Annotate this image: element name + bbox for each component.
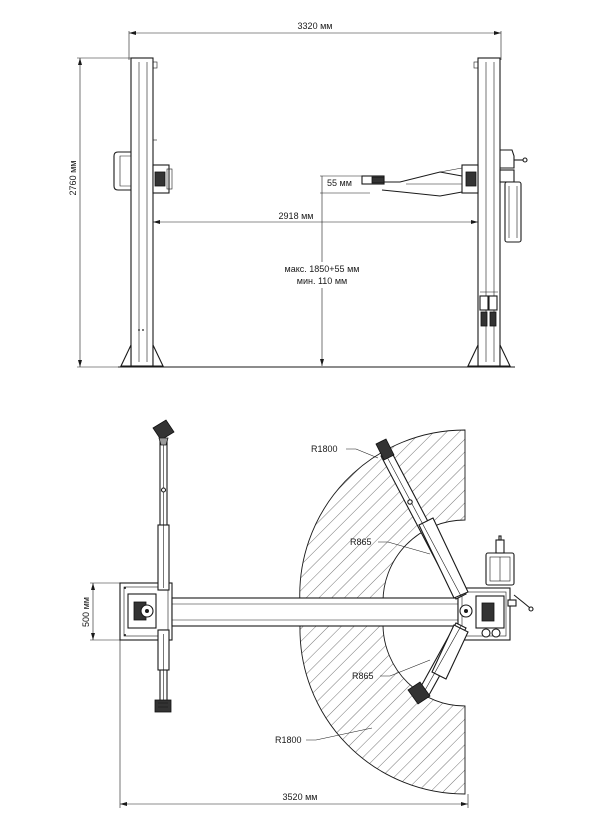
arm-sweep-area	[299, 429, 466, 795]
left-upper-pad	[152, 419, 175, 441]
overall-width-top-label: 3520 мм	[283, 792, 318, 802]
left-handle	[113, 151, 131, 191]
overall-height-label: 2760 мм	[68, 161, 78, 196]
pad-offset-dimension: 55 мм	[320, 175, 370, 194]
right-upper-pad	[375, 438, 395, 461]
side-view: 3320 мм 2760 мм	[68, 21, 528, 368]
overall-width-label: 3320 мм	[298, 21, 333, 31]
lift-min-label: мин. 110 мм	[297, 276, 347, 286]
radius-annotations: R1800 R865 R865 R1800	[275, 444, 431, 745]
right-base-plate	[457, 535, 534, 641]
radius-outer-upper-label: R1800	[311, 444, 338, 454]
left-column	[113, 57, 173, 367]
hydraulic-tank	[504, 181, 522, 243]
overall-height-dimension: 2760 мм	[68, 57, 131, 368]
left-lower-pad	[154, 699, 172, 713]
right-column	[461, 57, 528, 367]
motor-head	[500, 149, 515, 169]
lift-height-dimension: макс. 1850+55 мм мин. 110 мм	[276, 193, 370, 366]
left-base-plate	[119, 582, 173, 641]
between-columns-dimension: 2918 мм	[153, 211, 478, 224]
pad-offset-label: 55 мм	[327, 178, 352, 188]
base-depth-dimension: 500 мм	[81, 582, 120, 641]
radius-outer-lower-label: R1800	[275, 735, 302, 745]
radius-inner-lower-label: R865	[352, 671, 374, 681]
radius-inner-upper-label: R865	[350, 537, 372, 547]
right-arm-upper	[375, 438, 469, 600]
top-view: 500 мм 3520 мм	[81, 419, 534, 808]
right-arm-lower	[407, 622, 469, 705]
base-depth-label: 500 мм	[81, 597, 91, 627]
right-lift-arm	[361, 167, 463, 197]
lift-max-label: макс. 1850+55 мм	[285, 264, 360, 274]
overall-width-dimension: 3320 мм	[128, 21, 502, 60]
right-lower-pad	[407, 681, 431, 705]
left-arm-lower	[154, 629, 172, 713]
base-crossbeam	[171, 597, 459, 627]
overall-width-top-dimension: 3520 мм	[119, 640, 469, 808]
left-arm-upper	[152, 419, 175, 591]
between-columns-label: 2918 мм	[279, 211, 314, 221]
